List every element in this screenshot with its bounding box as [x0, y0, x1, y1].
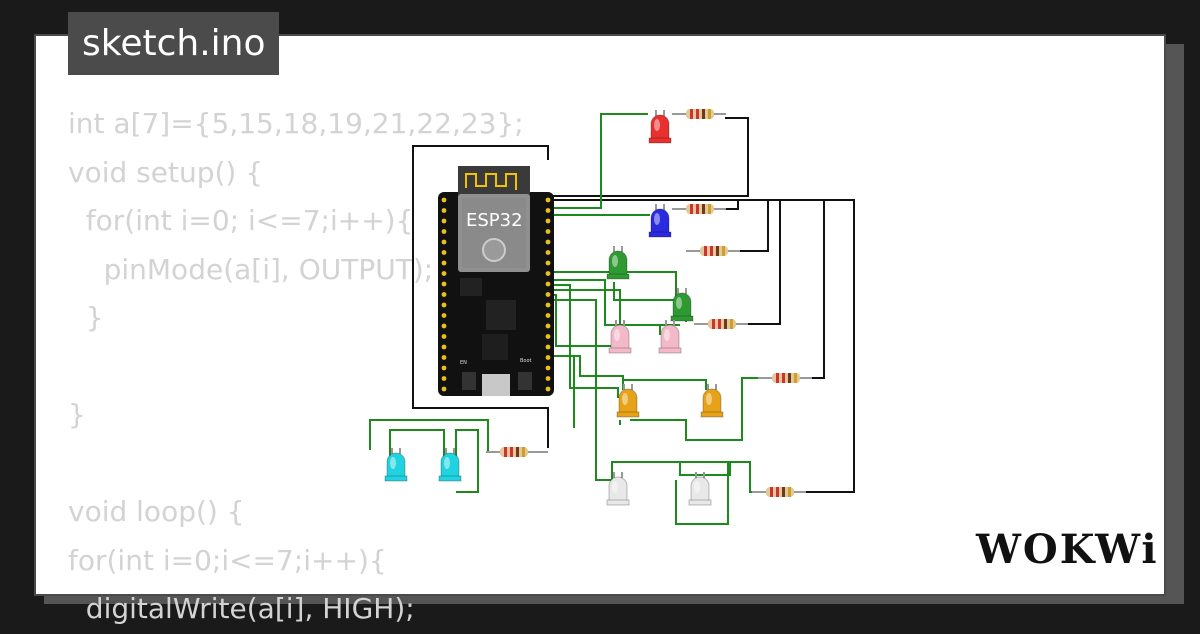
header-pin [545, 239, 551, 245]
code-line: int a[7]={5,15,18,19,21,22,23}; [68, 107, 524, 140]
led-pink-1[interactable] [608, 320, 632, 354]
header-pin [545, 281, 551, 287]
resistor [752, 487, 806, 497]
led-blue[interactable] [648, 204, 672, 238]
right-pin-header [545, 197, 551, 392]
header-pin [545, 208, 551, 213]
header-pin [441, 344, 447, 350]
led-yellow-1[interactable] [616, 384, 640, 418]
header-pin [545, 386, 551, 392]
header-pin [545, 197, 551, 203]
header-pin [441, 271, 447, 276]
header-pin [545, 334, 551, 339]
en-label: EN [460, 360, 467, 366]
resistor [672, 204, 726, 214]
header-pin [441, 218, 447, 224]
code-line: digitalWrite(a[i], HIGH); [68, 592, 415, 625]
led-red[interactable] [648, 110, 672, 144]
led-pink-2[interactable] [658, 320, 682, 354]
code-editor[interactable]: int a[7]={5,15,18,19,21,22,23}; void set… [68, 100, 668, 634]
esp32-board[interactable]: ESP32 Boot EN [438, 166, 554, 396]
resistor [672, 109, 726, 119]
resistors [486, 109, 812, 497]
led-cyan-2[interactable] [438, 448, 462, 482]
code-line: void loop() { [68, 495, 245, 528]
file-tab[interactable]: sketch.ino [68, 12, 280, 75]
header-pin [441, 323, 447, 329]
led-yellow-2[interactable] [700, 384, 724, 418]
resistor [694, 319, 748, 329]
code-line: } [68, 301, 104, 334]
led-white-1[interactable] [606, 472, 630, 506]
header-pin [545, 292, 551, 297]
header-pin [545, 344, 551, 350]
header-pin [545, 376, 551, 381]
header-pin [441, 239, 447, 245]
header-pin [545, 218, 551, 224]
led-cyan-1[interactable] [384, 448, 408, 482]
header-pin [545, 323, 551, 329]
header-pin [441, 250, 447, 255]
header-pin [441, 376, 447, 381]
header-pin [545, 271, 551, 276]
left-pin-header [441, 197, 447, 392]
header-pin [545, 302, 551, 308]
signal-wires [369, 113, 776, 525]
code-line: void setup() { [68, 155, 264, 189]
header-pin [441, 302, 447, 308]
led-group [384, 110, 724, 506]
code-line: for(int i=0; i<=7;i++){ [68, 204, 414, 237]
header-pin [441, 208, 447, 213]
header-pin [441, 292, 447, 297]
header-pin [545, 313, 551, 318]
header-pin [441, 229, 447, 234]
header-pin [441, 197, 447, 203]
header-pin [441, 281, 447, 287]
code-line: for(int i=0;i<=7;i++){ [68, 543, 387, 577]
header-pin [545, 355, 551, 360]
header-pin [441, 386, 447, 392]
header-pin [545, 229, 551, 234]
resistor [486, 447, 548, 457]
header-pin [545, 250, 551, 255]
code-line: } [68, 398, 86, 431]
header-pin [441, 334, 447, 339]
resistor [686, 246, 740, 256]
ground-wires [412, 117, 855, 493]
board-label: ESP32 [466, 210, 523, 231]
led-green-1[interactable] [606, 246, 630, 280]
resistor [758, 373, 812, 383]
header-pin [441, 355, 447, 360]
header-pin [441, 313, 447, 318]
wokwi-logo: WOKWi [976, 526, 1159, 573]
boot-label: Boot [520, 358, 532, 364]
header-pin [441, 260, 447, 266]
led-white-2[interactable] [688, 472, 712, 506]
code-line: pinMode(a[i], OUTPUT); [68, 252, 434, 286]
header-pin [545, 260, 551, 266]
header-pin [441, 365, 447, 371]
led-green-2[interactable] [670, 288, 694, 322]
header-pin [545, 365, 551, 371]
